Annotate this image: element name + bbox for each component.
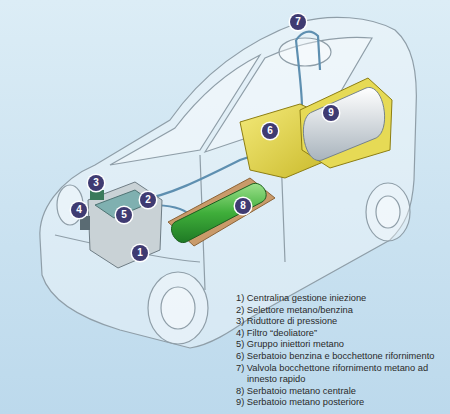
rear-tank: [300, 78, 392, 168]
parts-list-item: 1) Centralina gestione iniezione: [236, 293, 446, 305]
callout-number: 5: [116, 207, 132, 223]
front-wheel-rim: [161, 287, 195, 329]
callout-number: 2: [140, 192, 156, 208]
rear-wheel-rim: [376, 196, 400, 228]
callout-number: 4: [71, 202, 87, 218]
reducer: [90, 190, 104, 200]
parts-list-item: 4) Filtro “deoliatore”: [236, 328, 446, 340]
parts-list: 1) Centralina gestione iniezione2) Selet…: [236, 293, 446, 409]
parts-list-item: 6) Serbatoio benzina e bocchettone rifor…: [236, 351, 446, 363]
mount-plate: [168, 178, 275, 246]
front-wheel: [148, 272, 208, 344]
callout-number: 3: [88, 175, 104, 191]
rear-cylinder: [303, 87, 384, 160]
engine-block: [88, 182, 162, 268]
parts-list-item: 5) Gruppo iniettori metano: [236, 339, 446, 351]
filter: [80, 216, 90, 230]
callout-number: 1: [132, 245, 148, 261]
callout-number: 9: [323, 105, 339, 121]
callout-number: 6: [262, 123, 278, 139]
central-tank: [168, 178, 275, 246]
callout-number: 8: [235, 198, 251, 214]
rear-wheel: [366, 183, 410, 241]
rear-tray: [300, 78, 392, 168]
parts-list-item: 2) Selettore metano/benzina: [236, 305, 446, 317]
parts-list-item: 3) Riduttore di pressione: [236, 316, 446, 328]
pipe: [296, 32, 320, 70]
parts-list-item: 7) Valvola bocchettone rifornimento meta…: [236, 363, 446, 386]
cylinder: [171, 183, 266, 242]
parts-list-item: 8) Serbatoio metano centrale: [236, 386, 446, 398]
engine: [80, 182, 162, 268]
parts-list-item: 9) Serbatoio metano posteriore: [236, 397, 446, 409]
spare-wheel: [279, 38, 331, 66]
callout-number: 7: [290, 14, 306, 30]
